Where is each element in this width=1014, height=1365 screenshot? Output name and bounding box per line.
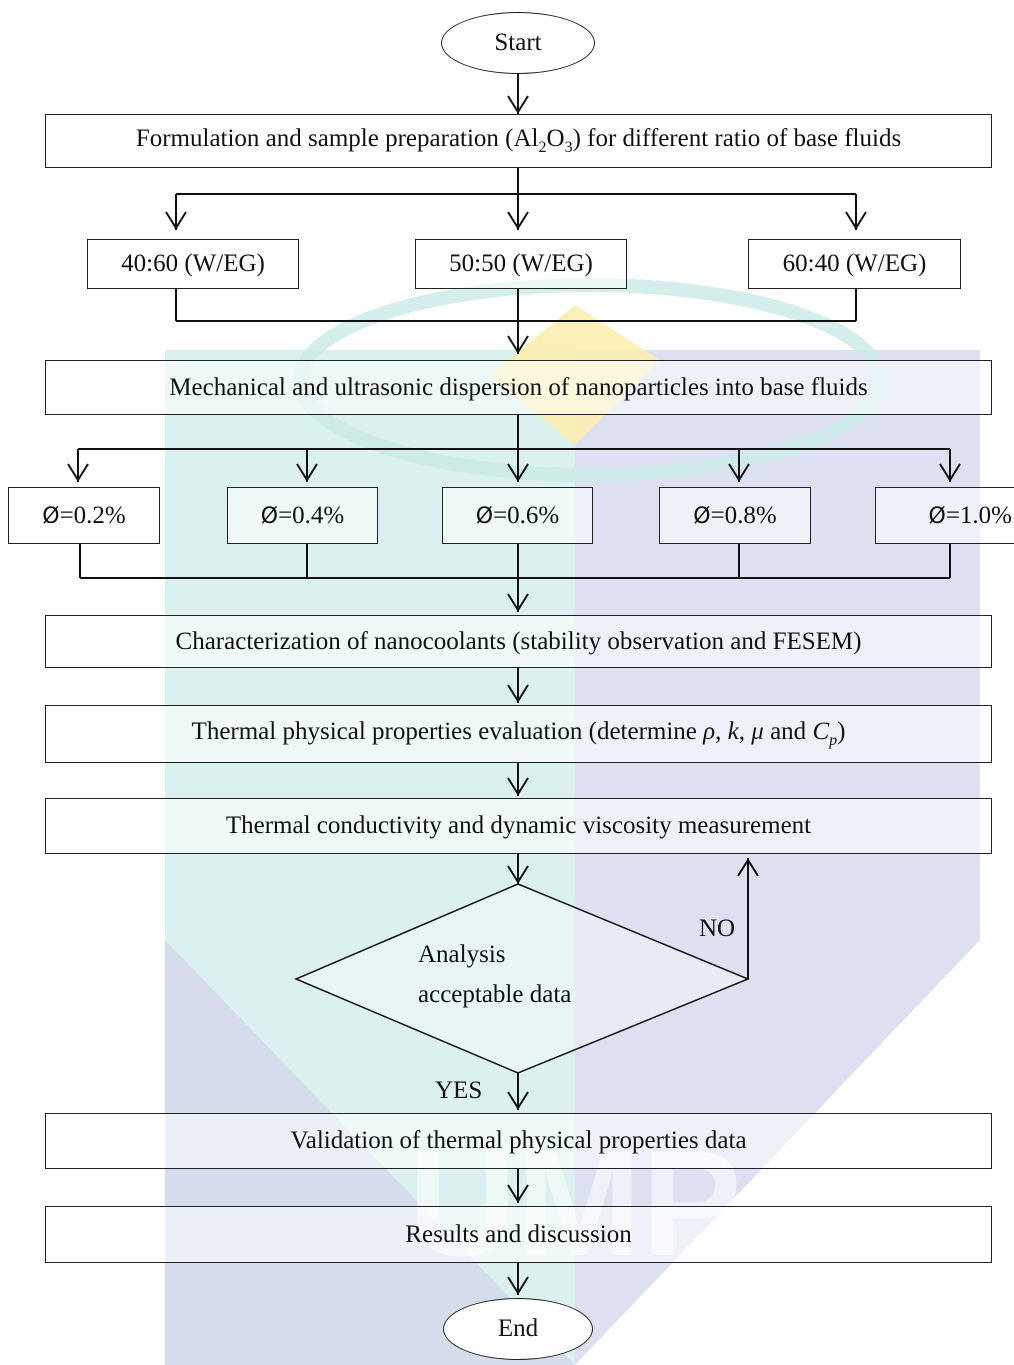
start-label: Start bbox=[494, 29, 542, 56]
concentration-label: Ø=0.8% bbox=[693, 501, 777, 529]
characterization-label: Characterization of nanocoolants (stabil… bbox=[175, 627, 862, 655]
phi-symbol: Ø bbox=[693, 503, 711, 529]
concentration-label: Ø=0.6% bbox=[475, 501, 560, 529]
measurement-box: Thermal conductivity and dynamic viscosi… bbox=[45, 798, 992, 854]
ratio-label: 40:60 (W/EG) bbox=[121, 250, 265, 277]
measurement-label: Thermal conductivity and dynamic viscosi… bbox=[225, 812, 812, 839]
ratio-box-40-60: 40:60 (W/EG) bbox=[87, 239, 299, 289]
yes-label: YES bbox=[435, 1077, 483, 1104]
concentration-label: Ø=0.4% bbox=[260, 501, 345, 529]
watermark-shield-right bbox=[575, 350, 980, 1365]
ratio-box-50-50: 50:50 (W/EG) bbox=[415, 239, 627, 289]
validation-label: Validation of thermal physical propertie… bbox=[290, 1127, 747, 1154]
ratio-box-60-40: 60:40 (W/EG) bbox=[748, 239, 961, 289]
dispersion-box: Mechanical and ultrasonic dispersion of … bbox=[45, 360, 992, 415]
properties-box: Thermal physical properties evaluation (… bbox=[45, 705, 992, 763]
ratio-label: 50:50 (W/EG) bbox=[449, 250, 593, 277]
characterization-box: Characterization of nanocoolants (stabil… bbox=[45, 615, 992, 668]
concentration-box-0-8: Ø=0.8% bbox=[659, 487, 811, 544]
phi-symbol: Ø bbox=[475, 503, 494, 529]
end-terminal: End bbox=[443, 1298, 593, 1360]
phi-symbol: Ø bbox=[260, 503, 279, 529]
formulation-box: Formulation and sample preparation (Al2O… bbox=[45, 114, 992, 168]
decision-label-line2: acceptable data bbox=[418, 981, 572, 1008]
concentration-box-0-2: Ø=0.2% bbox=[8, 487, 160, 544]
formulation-label: Formulation and sample preparation (Al2O… bbox=[135, 125, 902, 156]
end-label: End bbox=[497, 1315, 539, 1342]
phi-symbol: Ø bbox=[928, 503, 946, 529]
validation-box: Validation of thermal physical propertie… bbox=[45, 1113, 992, 1169]
no-label: NO bbox=[699, 915, 736, 942]
concentration-label: Ø=1.0% bbox=[928, 501, 1012, 529]
concentration-box-0-6: Ø=0.6% bbox=[442, 487, 593, 544]
dispersion-label: Mechanical and ultrasonic dispersion of … bbox=[169, 373, 868, 401]
properties-label: Thermal physical properties evaluation (… bbox=[191, 718, 846, 749]
decision-label-line1: Analysis bbox=[418, 941, 506, 968]
ratio-label: 60:40 (W/EG) bbox=[782, 250, 927, 277]
results-box: Results and discussion bbox=[45, 1206, 992, 1263]
concentration-box-1-0: Ø=1.0% bbox=[875, 487, 1014, 544]
concentration-label: Ø=0.2% bbox=[42, 501, 126, 529]
results-label: Results and discussion bbox=[405, 1220, 632, 1248]
concentration-box-0-4: Ø=0.4% bbox=[227, 487, 378, 544]
phi-symbol: Ø bbox=[42, 503, 60, 529]
start-terminal: Start bbox=[441, 12, 595, 74]
